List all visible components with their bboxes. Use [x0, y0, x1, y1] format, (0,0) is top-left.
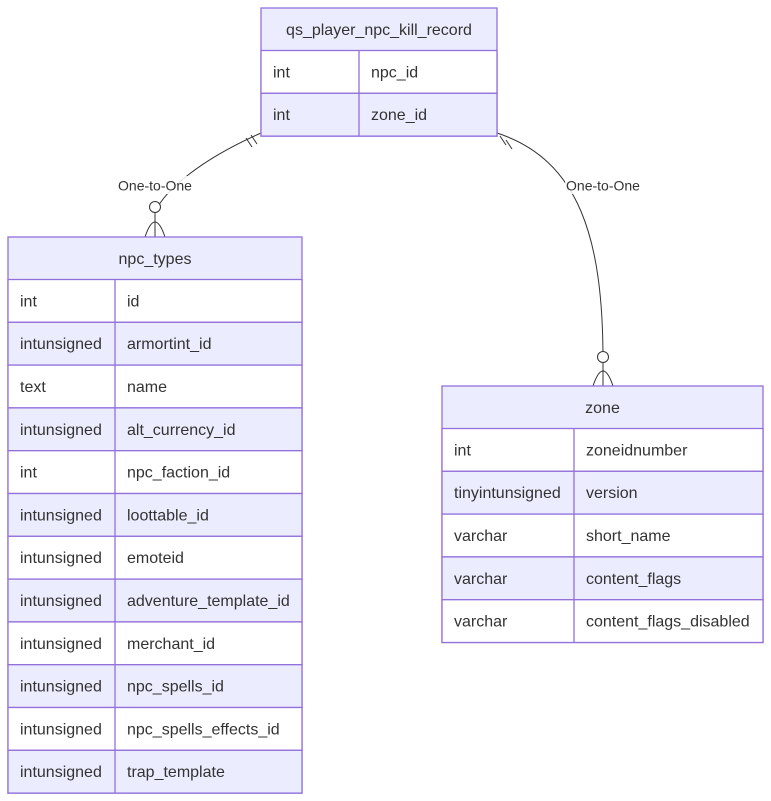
relationship-label-text: One-to-One: [118, 178, 192, 194]
attribute-type: intunsigned: [20, 593, 102, 610]
attribute-row: [441, 513, 764, 558]
relationship-line: [496, 132, 604, 386]
relationship-labels: One-to-One One-to-One: [117, 176, 641, 194]
attribute-type: intunsigned: [20, 721, 102, 738]
attribute-type: varchar: [454, 614, 508, 631]
attribute-name: short_name: [586, 528, 671, 545]
exactly-one-marker: [499, 135, 507, 146]
attribute-type: int: [20, 293, 37, 310]
exactly-one-marker: [245, 137, 253, 148]
attribute-row: [7, 535, 303, 580]
attribute-name: emoteid: [127, 550, 184, 567]
attribute-type: int: [273, 107, 290, 124]
attribute-type: text: [20, 379, 46, 396]
crows-foot-marker: [144, 221, 166, 238]
label-background: [117, 176, 193, 194]
attribute-name: npc_faction_id: [127, 465, 230, 482]
attribute-row: [260, 92, 498, 137]
attribute-name: npc_id: [371, 64, 418, 81]
attribute-type: varchar: [454, 528, 508, 545]
attribute-row: [7, 278, 303, 323]
attribute-type: intunsigned: [20, 422, 102, 439]
attribute-name: adventure_template_id: [127, 593, 290, 610]
attribute-name: zone_id: [371, 107, 427, 124]
attribute-name: id: [127, 293, 139, 310]
attribute-row: [7, 450, 303, 495]
attribute-name: name: [127, 379, 167, 396]
entity-title: npc_types: [119, 251, 192, 268]
attribute-row: [441, 599, 764, 644]
attribute-type: intunsigned: [20, 636, 102, 653]
attribute-type: tinyintunsigned: [454, 485, 561, 502]
relationship-label: One-to-One: [565, 176, 641, 194]
relationship-label: One-to-One: [117, 176, 193, 194]
relationship-label-text: One-to-One: [566, 178, 640, 194]
attribute-type: int: [454, 442, 471, 459]
attribute-name: npc_spells_id: [127, 679, 224, 696]
entity-zone[interactable]: zone int zoneidnumber tinyintunsigned versio…: [441, 385, 764, 644]
attribute-row: [7, 321, 303, 366]
attribute-name: trap_template: [127, 764, 225, 781]
exactly-one-marker: [505, 139, 513, 150]
attribute-type: int: [273, 64, 290, 81]
attribute-name: armortint_id: [127, 336, 211, 353]
attribute-type: varchar: [454, 571, 508, 588]
entity-title: zone: [585, 400, 620, 417]
attribute-type: int: [20, 465, 37, 482]
attribute-type: intunsigned: [20, 507, 102, 524]
zero-marker: [149, 201, 161, 213]
attribute-type: intunsigned: [20, 550, 102, 567]
relationship-qs-player-npc-kill-record-to-zone: [496, 132, 614, 387]
attribute-name: loottable_id: [127, 507, 209, 524]
attribute-name: npc_spells_effects_id: [127, 721, 280, 738]
attribute-type: intunsigned: [20, 764, 102, 781]
attribute-name: content_flags: [586, 571, 681, 588]
attribute-row: [441, 427, 764, 472]
attribute-row: [7, 706, 303, 751]
zero-marker: [597, 351, 609, 363]
attribute-name: version: [586, 485, 638, 502]
attribute-row: [7, 749, 303, 794]
attribute-name: content_flags_disabled: [586, 614, 750, 631]
attribute-row: [7, 492, 303, 537]
attribute-name: zoneidnumber: [586, 442, 688, 459]
attribute-row: [7, 664, 303, 709]
attribute-row: [441, 470, 764, 515]
entity-title: qs_player_npc_kill_record: [286, 22, 472, 39]
exactly-one-marker: [250, 134, 258, 145]
crows-foot-marker: [592, 370, 614, 387]
attribute-name: alt_currency_id: [127, 422, 236, 439]
relationships: [144, 132, 614, 387]
label-background: [565, 176, 641, 194]
attribute-name: merchant_id: [127, 636, 215, 653]
attribute-row: [7, 407, 303, 452]
attribute-row: [7, 621, 303, 666]
attribute-type: intunsigned: [20, 336, 102, 353]
attribute-type: intunsigned: [20, 679, 102, 696]
